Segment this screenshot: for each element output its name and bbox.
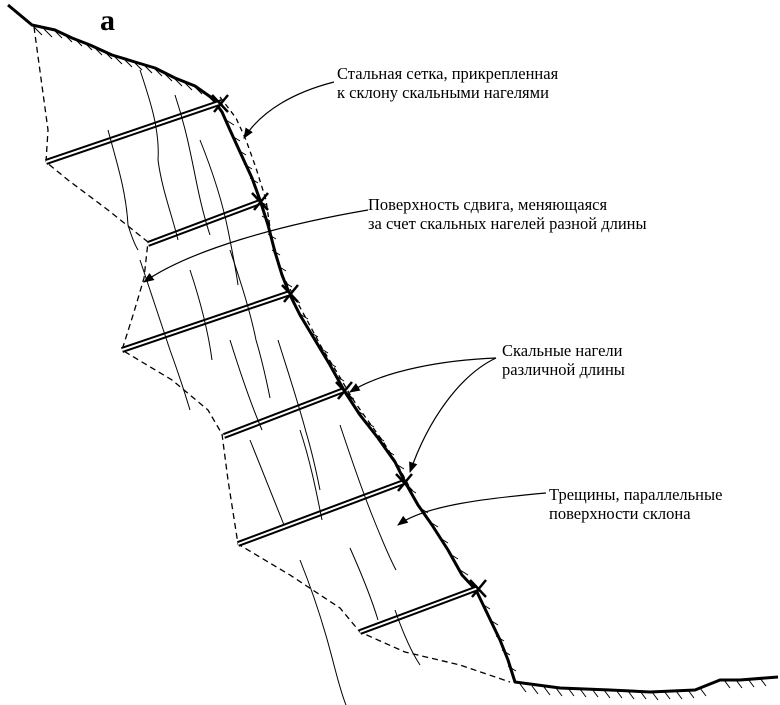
callout-arrows bbox=[143, 81, 547, 526]
crack-line bbox=[229, 339, 263, 431]
label-cracks: Трещины, параллельные поверхности склона bbox=[549, 485, 727, 523]
crack-line bbox=[249, 439, 285, 526]
slope-surface bbox=[7, 3, 779, 701]
crack-line bbox=[107, 129, 139, 251]
label-steel-mesh: Стальная сетка, прикрепленная к склону с… bbox=[337, 64, 562, 102]
crack-line bbox=[349, 547, 379, 621]
crack-line bbox=[189, 269, 213, 361]
crack-line bbox=[229, 249, 271, 399]
panel-letter: а bbox=[100, 4, 115, 37]
rock-bolt bbox=[45, 94, 229, 165]
label-shear-surface: Поверхность сдвига, меняющаяся за счет с… bbox=[368, 195, 647, 233]
rock-bolt bbox=[146, 192, 269, 247]
crack-line bbox=[139, 259, 191, 411]
rock-bolt bbox=[236, 473, 413, 547]
crack-line bbox=[277, 339, 321, 491]
crack-line bbox=[299, 559, 347, 705]
cracks bbox=[107, 69, 421, 705]
crack-line bbox=[199, 139, 239, 286]
shear-surface-line bbox=[33, 26, 511, 683]
slope-profile-line bbox=[7, 3, 779, 694]
arrow-cracks bbox=[397, 492, 547, 526]
rock-bolts bbox=[45, 94, 487, 635]
arrow-rock-bolt-upper bbox=[349, 357, 497, 393]
crack-line bbox=[139, 69, 179, 241]
crack-line bbox=[299, 429, 323, 521]
rock-bolt bbox=[121, 284, 299, 353]
slope-hatching bbox=[33, 26, 767, 701]
arrow-steel-mesh bbox=[243, 81, 335, 139]
rock-bolt bbox=[222, 381, 353, 439]
label-rock-bolts: Скальные нагели различной длины bbox=[502, 341, 627, 379]
crack-line bbox=[339, 424, 397, 571]
crack-line bbox=[174, 94, 211, 236]
rock-bolt bbox=[358, 579, 487, 635]
arrow-rock-bolt-lower bbox=[409, 357, 497, 474]
crack-line bbox=[394, 609, 421, 666]
arrow-shear-surface bbox=[143, 209, 369, 283]
